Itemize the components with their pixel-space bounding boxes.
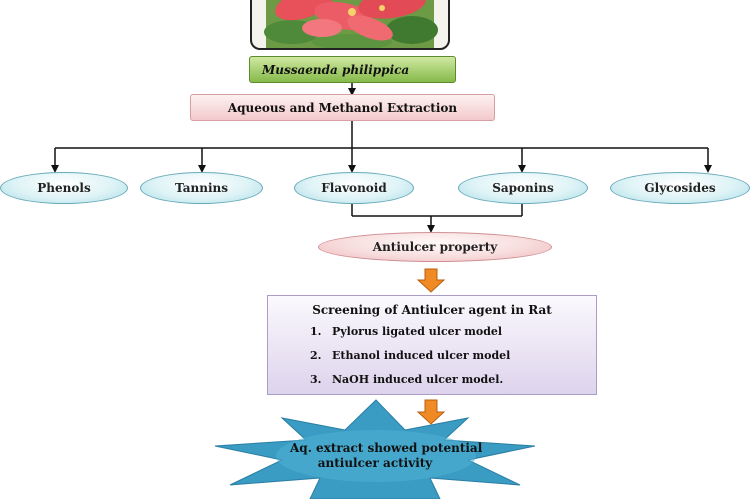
flower-photo bbox=[250, 0, 450, 50]
screening-list-item: 1. Pylorus ligated ulcer model bbox=[310, 325, 510, 349]
constituent-label: Phenols bbox=[37, 181, 91, 195]
screening-item-text: Pylorus ligated ulcer model bbox=[332, 325, 503, 338]
species-box: Mussaenda philippica bbox=[249, 56, 456, 83]
constituent-oval-phenols: Phenols bbox=[0, 172, 128, 204]
screening-item-number: 1. bbox=[310, 325, 322, 338]
constituent-oval-flavonoid: Flavonoid bbox=[294, 172, 414, 204]
constituent-oval-glycosides: Glycosides bbox=[610, 172, 750, 204]
screening-item-number: 2. bbox=[310, 349, 322, 362]
constituent-label: Flavonoid bbox=[321, 181, 387, 195]
block-arrow-property-to-screening bbox=[416, 268, 446, 293]
constituent-oval-tannins: Tannins bbox=[140, 172, 263, 204]
flower-illustration bbox=[264, 0, 438, 48]
block-arrow-screening-to-result bbox=[416, 399, 446, 425]
result-text: Aq. extract showed potential antiulcer a… bbox=[290, 441, 483, 471]
screening-list-item: 3. NaOH induced ulcer model. bbox=[310, 373, 510, 397]
extraction-label: Aqueous and Methanol Extraction bbox=[227, 100, 458, 115]
species-label: Mussaenda philippica bbox=[262, 62, 410, 77]
screening-list-item: 2. Ethanol induced ulcer model bbox=[310, 349, 510, 373]
constituent-label: Glycosides bbox=[644, 181, 716, 195]
property-oval: Antiulcer property bbox=[318, 232, 552, 262]
constituent-oval-saponins: Saponins bbox=[458, 172, 588, 204]
screening-item-text: NaOH induced ulcer model. bbox=[332, 373, 504, 386]
extraction-box: Aqueous and Methanol Extraction bbox=[190, 94, 495, 121]
screening-box: Screening of Antiulcer agent in Rat 1. Py… bbox=[267, 295, 597, 395]
screening-item-number: 3. bbox=[310, 373, 322, 386]
result-line-1: Aq. extract showed potential bbox=[290, 441, 483, 455]
result-starburst-glow bbox=[276, 430, 476, 482]
screening-list: 1. Pylorus ligated ulcer model 2. Ethanol … bbox=[310, 325, 510, 397]
result-line-2: antiulcer activity bbox=[317, 456, 433, 470]
property-label: Antiulcer property bbox=[372, 240, 498, 254]
constituent-label: Tannins bbox=[174, 181, 229, 195]
screening-item-text: Ethanol induced ulcer model bbox=[332, 349, 511, 362]
constituent-label: Saponins bbox=[492, 181, 554, 195]
screening-title: Screening of Antiulcer agent in Rat bbox=[312, 303, 552, 317]
